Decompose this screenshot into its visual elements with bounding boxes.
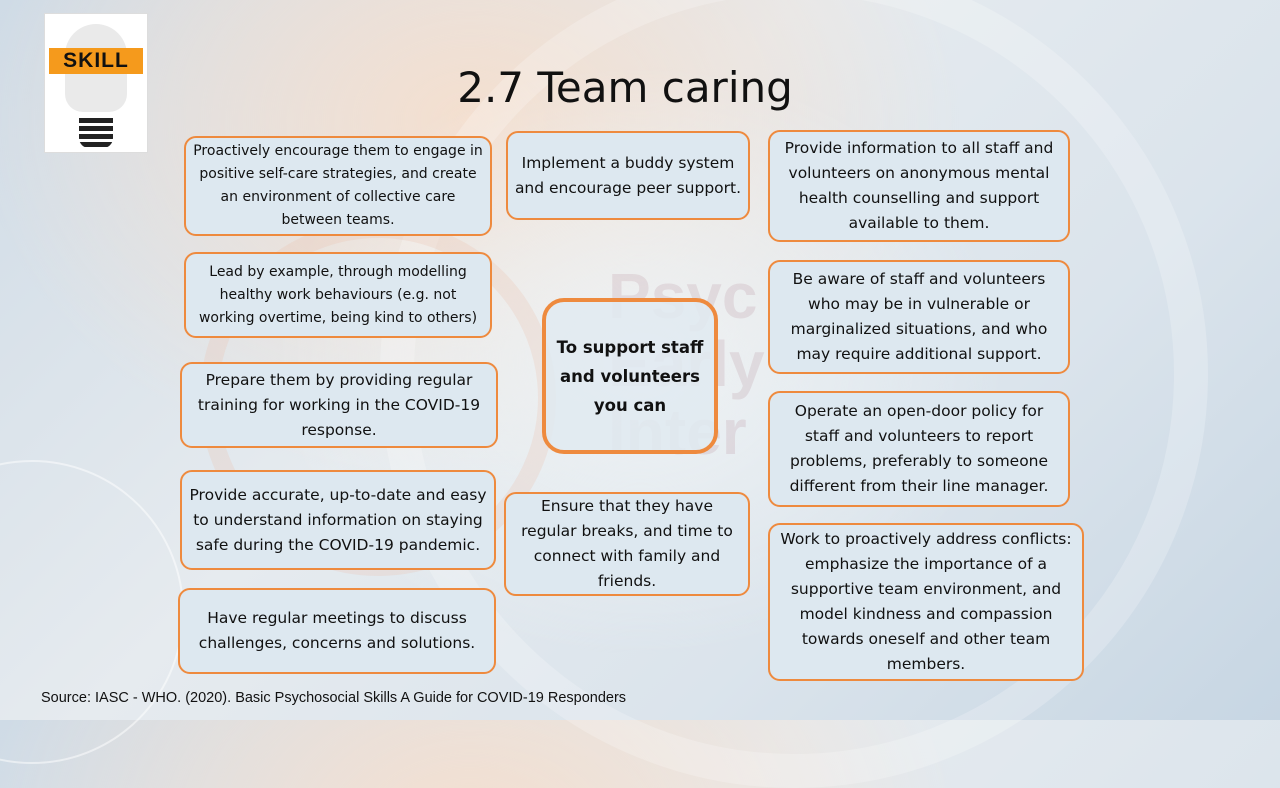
- tip-box-address-conflicts: Work to proactively address conflicts: e…: [768, 523, 1084, 681]
- bulb-base-icon: [79, 118, 113, 148]
- tip-box-training: Prepare them by providing regular traini…: [180, 362, 498, 448]
- tip-box-buddy-system: Implement a buddy system and encourage p…: [506, 131, 750, 220]
- tip-box-lead-by-example: Lead by example, through modelling healt…: [184, 252, 492, 338]
- tip-box-open-door-policy: Operate an open-door policy for staff an…: [768, 391, 1070, 507]
- source-citation: Source: IASC - WHO. (2020). Basic Psycho…: [41, 690, 627, 706]
- center-hub: To support staff and volunteers you can: [542, 298, 718, 454]
- tip-box-regular-breaks: Ensure that they have regular breaks, an…: [504, 492, 750, 596]
- tip-box-regular-meetings: Have regular meetings to discuss challen…: [178, 588, 496, 674]
- logo-label: SKILL: [49, 48, 143, 74]
- slide-title: 2.7 Team caring: [457, 63, 793, 112]
- tip-box-self-care: Proactively encourage them to engage in …: [184, 136, 492, 236]
- skill-logo: SKILL: [44, 13, 148, 153]
- tip-box-counselling: Provide information to all staff and vol…: [768, 130, 1070, 242]
- tip-box-information: Provide accurate, up-to-date and easy to…: [180, 470, 496, 570]
- tip-box-vulnerable-staff: Be aware of staff and volunteers who may…: [768, 260, 1070, 374]
